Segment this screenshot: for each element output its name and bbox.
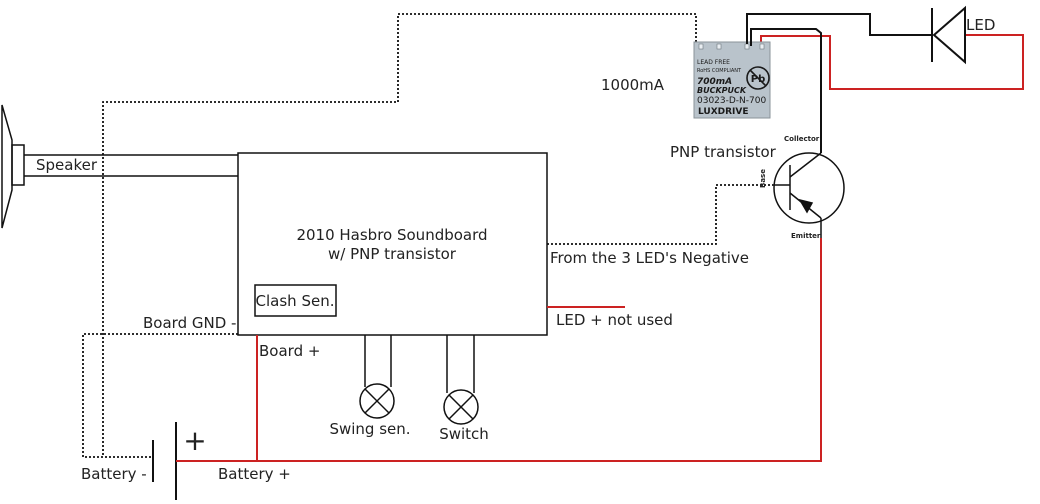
speaker-label: Speaker — [36, 156, 98, 174]
collector-label: Collector — [784, 135, 820, 143]
swing-sensor-label: Swing sen. — [329, 420, 410, 438]
soundboard-subtitle: w/ PNP transistor — [328, 245, 457, 263]
driver-text-5: 03023-D-N-700 — [697, 96, 766, 106]
switch-label: Switch — [439, 425, 489, 443]
led-label: LED — [966, 16, 995, 34]
driver-text-3: 700mA — [697, 77, 732, 87]
lead-free-logo-icon: Pb — [746, 66, 770, 90]
positive-wires — [176, 34, 1024, 462]
led-negative-label: From the 3 LED's Negative — [550, 249, 749, 267]
board-plus-label: Board + — [259, 342, 320, 360]
emitter-label: Emitter — [791, 232, 821, 240]
swing-sensor-wires — [364, 335, 392, 387]
led-icon — [931, 5, 966, 65]
driver-text-2: RoHS COMPLIANT — [697, 68, 742, 74]
driver-text-4: BUCKPUCK — [697, 86, 747, 95]
ground-dotted-wires — [82, 13, 773, 458]
battery-icon — [152, 422, 177, 500]
driver-black-wires — [746, 13, 932, 153]
led-not-used-label: LED + not used — [556, 311, 673, 329]
pnp-transistor-icon — [773, 152, 845, 238]
battery-plus-label: Battery + — [218, 465, 291, 483]
speaker-icon — [1, 104, 25, 229]
battery-plus-symbol: + — [183, 424, 206, 457]
switch-lamp-icon — [443, 389, 479, 425]
switch-wires — [446, 335, 475, 393]
clash-sensor-label: Clash Sen. — [256, 292, 335, 310]
driver-brand: LUXDRIVE — [698, 107, 749, 117]
current-label: 1000mA — [601, 76, 665, 94]
swing-sensor-lamp-icon — [359, 383, 395, 419]
lead-free-logo-text: Pb — [751, 74, 766, 85]
pnp-label: PNP transistor — [670, 143, 777, 161]
speaker-wires — [24, 154, 238, 177]
buckpuck-driver: LEAD FREE RoHS COMPLIANT 700mA BUCKPUCK … — [693, 41, 771, 119]
battery-minus-label: Battery - — [81, 465, 147, 483]
board-gnd-label: Board GND - — [143, 314, 236, 332]
base-label: Base — [759, 169, 767, 188]
soundboard-title: 2010 Hasbro Soundboard — [296, 226, 487, 244]
driver-text-1: LEAD FREE — [697, 59, 730, 66]
clash-sensor-box — [254, 284, 337, 317]
